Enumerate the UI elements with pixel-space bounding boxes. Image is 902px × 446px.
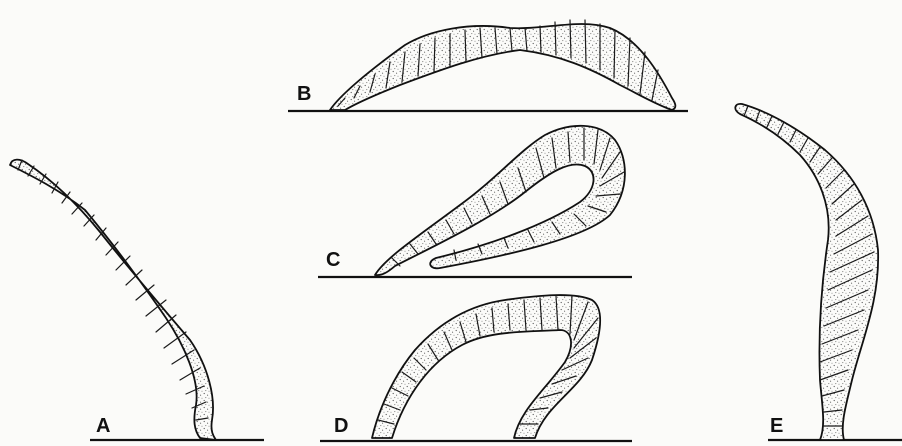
panel-c: C [318,126,632,277]
panel-d-body [372,295,600,438]
panel-b-label: B [297,83,311,105]
panel-c-body [375,126,625,275]
panel-a: A [10,160,264,440]
panel-a-segment-bands [18,160,208,420]
panel-a-label: A [96,415,110,437]
panel-a-body [10,160,216,440]
panel-d: D [320,295,632,441]
panel-e-body [735,104,878,440]
panel-d-label: D [334,415,348,437]
panel-b-body [330,24,675,110]
panel-c-label: C [326,249,340,271]
panel-e-label: E [770,415,783,437]
panel-b: B [288,20,688,111]
panel-e: E [735,104,902,440]
